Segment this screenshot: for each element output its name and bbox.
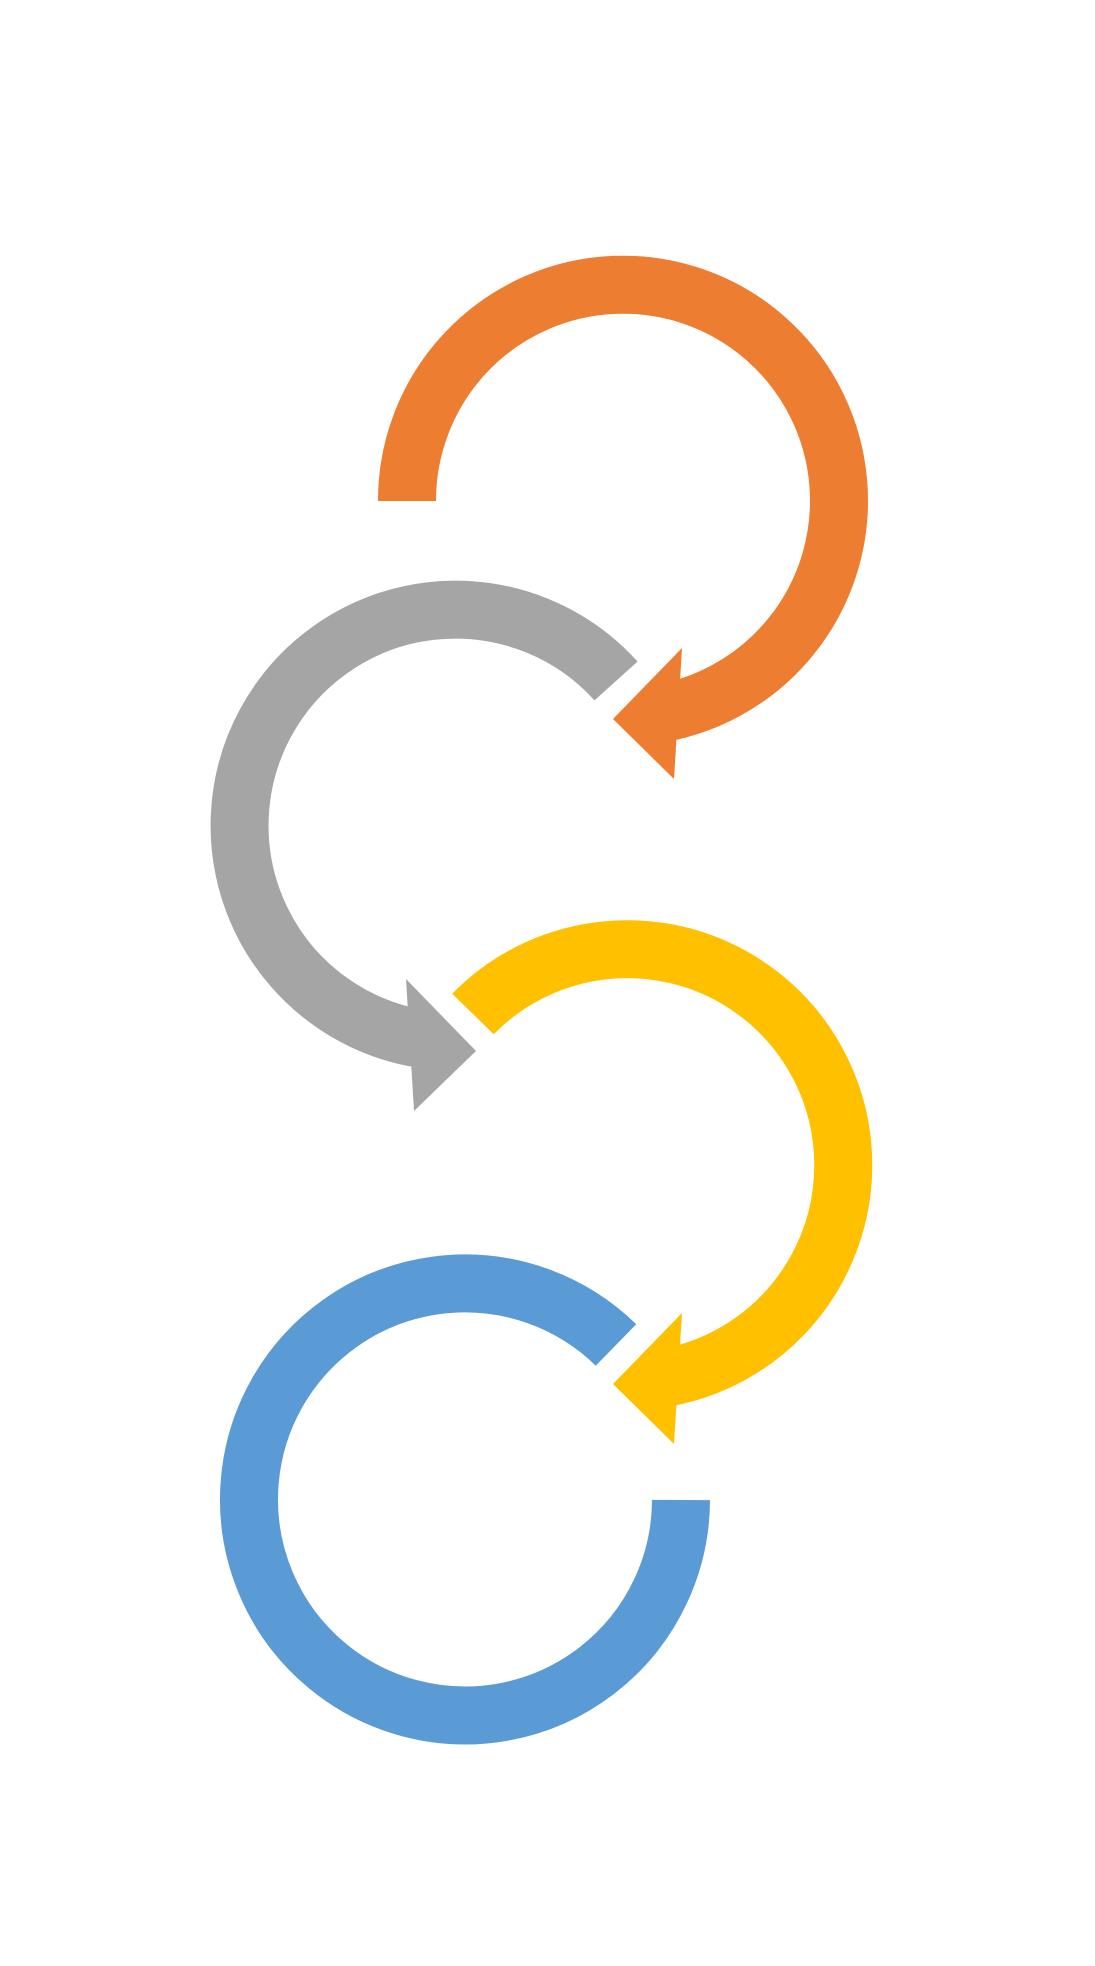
step-1-arrowhead: [613, 648, 682, 779]
step-1-arrow: [378, 255, 868, 779]
step-3-arc: [452, 920, 873, 1409]
step-4-arrow: [220, 1254, 710, 1745]
step-2-arrowhead: [406, 979, 476, 1111]
step-2-arrow: [210, 580, 638, 1111]
step-3-arrow: [452, 920, 873, 1444]
step-1-arc: [378, 255, 868, 744]
step-3-arrowhead: [613, 1313, 682, 1444]
step-2-arc: [210, 580, 638, 1068]
step-4-arc: [220, 1254, 710, 1745]
